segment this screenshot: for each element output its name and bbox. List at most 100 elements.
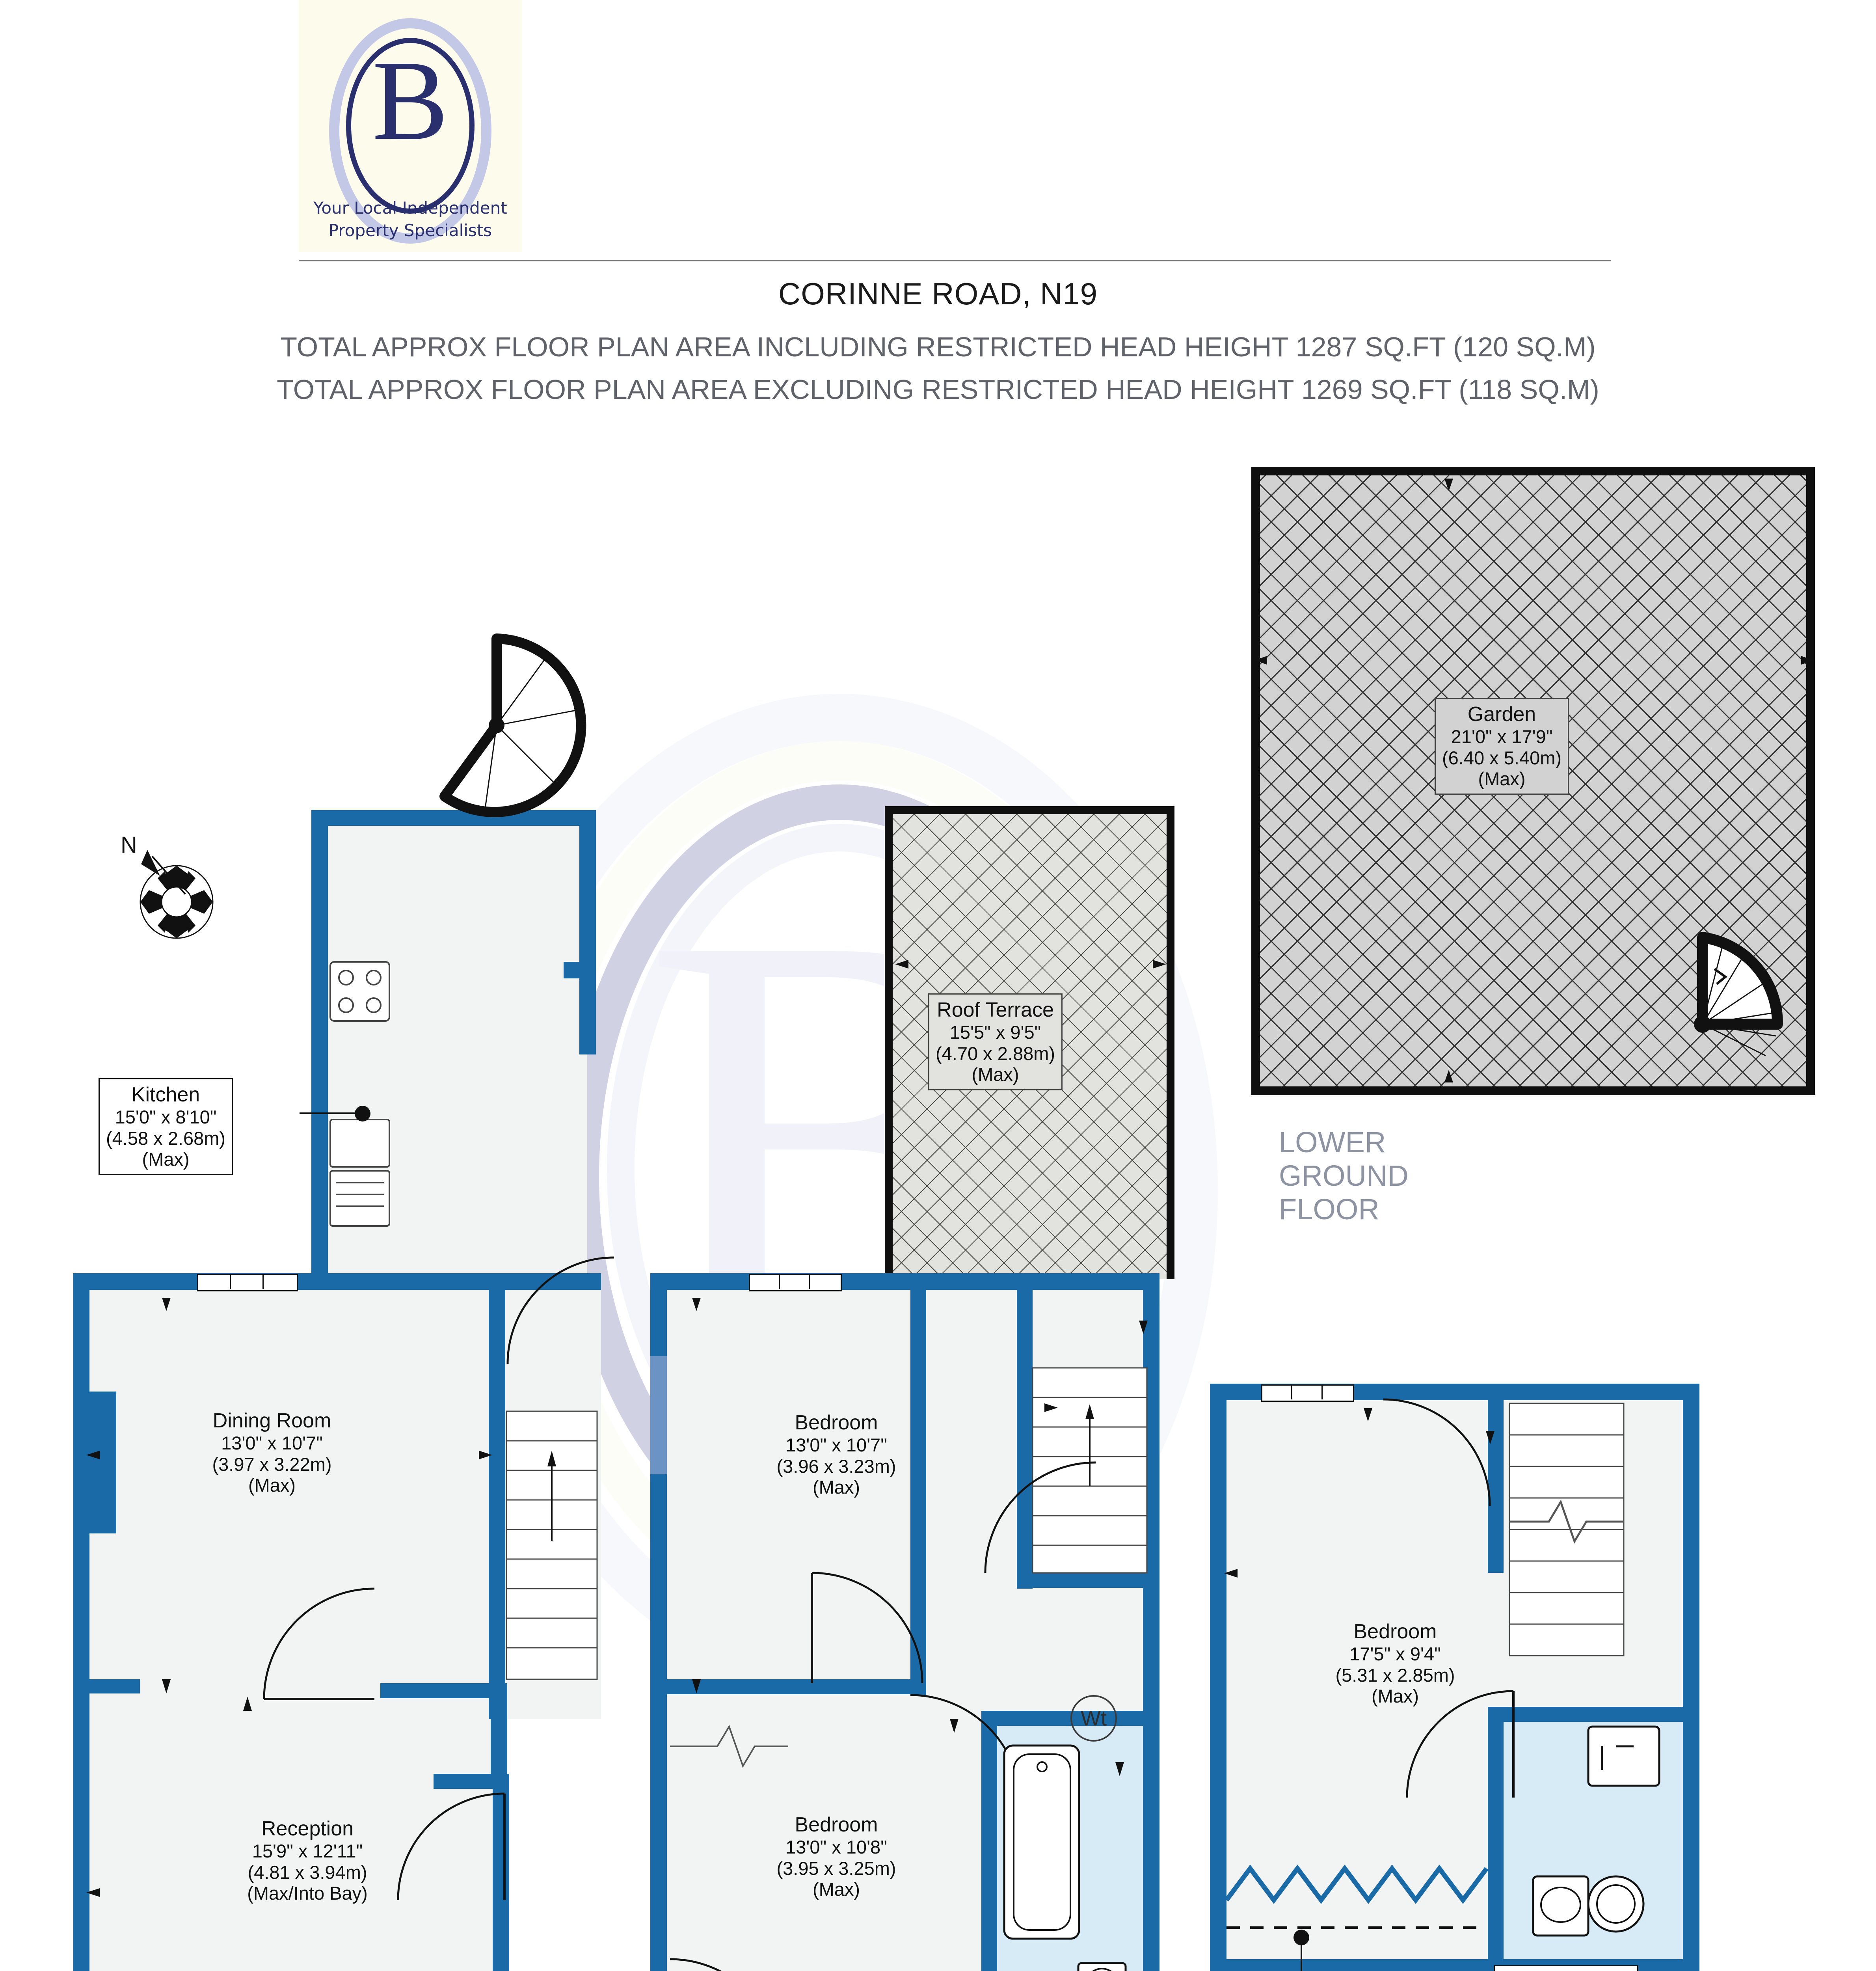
page-title: CORINNE ROAD, N19 <box>778 276 1098 311</box>
first-wall-hall-horz <box>1017 1573 1159 1588</box>
bedroom-second-name: Bedroom <box>1353 1620 1437 1643</box>
second-wall-mid-vert-top <box>1488 1384 1504 1573</box>
kitchen-wall-left <box>311 810 328 1283</box>
dining-qualifier: (Max) <box>248 1475 296 1496</box>
terrace-wall-right <box>1167 806 1174 1279</box>
reception-dims-imperial: 15'9" x 12'11" <box>252 1841 363 1862</box>
logo-tagline-line2: Property Specialists <box>328 220 492 240</box>
first-stair-break <box>670 1725 788 1768</box>
second-staircase <box>1509 1403 1625 1656</box>
terrace-name: Roof Terrace <box>937 999 1054 1021</box>
second-window-top <box>1261 1384 1354 1402</box>
ground-main-floor <box>81 1277 502 1971</box>
water-tank-label: Wt <box>1081 1706 1107 1730</box>
first-window-left <box>650 1356 667 1474</box>
bedroom-first-1-name: Bedroom <box>795 1411 878 1434</box>
kitchen-name: Kitchen <box>131 1083 200 1106</box>
ground-window-mullion-2 <box>262 1274 264 1289</box>
ground-wall-left-b <box>73 1533 89 1971</box>
ground-wall-left-a <box>73 1273 89 1392</box>
second-window-mullion-1 <box>1291 1384 1292 1399</box>
ground-staircase <box>506 1410 598 1680</box>
reception-name: Reception <box>261 1817 354 1840</box>
room-label-reception: Reception 15'9" x 12'11" (4.81 x 3.94m) … <box>193 1817 422 1904</box>
first-door-bedroom-2 <box>670 1958 722 1971</box>
first-door-hall <box>984 1461 1096 1573</box>
first-wall-hall-vert <box>1017 1273 1033 1589</box>
kitchen-leader-line <box>300 1112 363 1114</box>
garden-name: Garden <box>1467 703 1536 726</box>
plan-caption-lower-ground: LOWER GROUND FLOOR <box>1279 1126 1409 1226</box>
bedroom-first-2-qualifier: (Max) <box>812 1879 860 1900</box>
room-label-bedroom-first-1: Bedroom 13'0" x 10'7" (3.96 x 3.23m) (Ma… <box>730 1411 943 1498</box>
kitchen-appliances <box>329 961 390 1227</box>
garden-qualifier: (Max) <box>1478 768 1526 790</box>
dining-dims-metric: (3.97 x 3.22m) <box>212 1453 332 1475</box>
total-area-excluding-label: TOTAL APPROX FLOOR PLAN AREA EXCLUDING R… <box>277 374 1599 405</box>
terrace-wall-left <box>885 806 893 1279</box>
compass-rose-icon: N <box>118 832 229 950</box>
kitchen-wall-jog <box>564 962 596 978</box>
logo-tagline-line1: Your Local Independent <box>313 198 507 218</box>
bedroom-first-1-dims-metric: (3.96 x 3.23m) <box>776 1455 896 1477</box>
kitchen-wall-top <box>311 810 596 826</box>
room-label-bedroom-second: Bedroom 17'5" x 9'4" (5.31 x 2.85m) (Max… <box>1289 1620 1502 1707</box>
kitchen-dims-imperial: 15'0" x 8'10" <box>115 1107 217 1128</box>
kitchen-dims-metric: (4.58 x 2.68m) <box>106 1127 226 1149</box>
ground-direction-arrows <box>86 1298 492 1897</box>
bedroom-first-2-dims-imperial: 13'0" x 10'8" <box>785 1837 887 1858</box>
terrace-qualifier: (Max) <box>972 1064 1019 1085</box>
first-window-mullion-1 <box>779 1274 780 1289</box>
ground-wall-left-stub <box>73 1679 140 1693</box>
ground-window-top <box>197 1274 298 1291</box>
total-area-including-label: TOTAL APPROX FLOOR PLAN AREA INCLUDING R… <box>280 332 1596 362</box>
second-door-bedroom <box>1383 1398 1491 1506</box>
ground-wall-top <box>73 1273 601 1290</box>
second-wall-left <box>1210 1384 1226 1971</box>
second-window-mullion-2 <box>1321 1384 1323 1399</box>
reception-qualifier: (Max/Into Bay) <box>247 1883 368 1904</box>
reception-dims-metric: (4.81 x 3.94m) <box>248 1861 367 1883</box>
room-label-dining: Dining Room 13'0" x 10'7" (3.97 x 3.22m)… <box>169 1409 374 1496</box>
room-label-roof-terrace: Roof Terrace 15'5" x 9'5" (4.70 x 2.88m)… <box>928 993 1063 1090</box>
logo-letter-b: B <box>372 37 449 164</box>
bedroom-second-qualifier: (Max) <box>1371 1686 1419 1707</box>
room-label-kitchen: Kitchen 15'0" x 8'10" (4.58 x 2.68m) (Ma… <box>99 1078 233 1175</box>
compass-north-label: N <box>121 832 137 858</box>
ground-wall-left-bay-jog <box>73 1392 116 1533</box>
water-tank-marker: Wt <box>1070 1695 1117 1742</box>
terrace-dimension-arrows <box>895 960 1166 969</box>
bedroom-first-2-name: Bedroom <box>795 1813 878 1836</box>
bathroom-wall-left <box>981 1711 997 1971</box>
logo-tagline: Your Local Independent Property Speciali… <box>299 197 522 242</box>
garden-wall-left <box>1251 467 1260 1095</box>
ground-door-hall-top <box>506 1256 614 1364</box>
room-label-shower-room: Shower Room 7'6" x 6'2" (2.29 x 1.88m) (… <box>1494 1965 1639 1971</box>
bedroom-second-dims-imperial: 17'5" x 9'4" <box>1349 1643 1441 1665</box>
second-direction-arrows <box>1224 1408 1494 1578</box>
shower-room-name: Shower Room <box>1501 1970 1631 1971</box>
header-divider <box>299 260 1611 261</box>
first-direction-arrows <box>692 1298 1148 1776</box>
first-staircase <box>1032 1367 1148 1574</box>
room-label-garden: Garden 21'0" x 17'9" (6.40 x 5.40m) (Max… <box>1435 698 1569 795</box>
ground-wall-mid-vert <box>489 1273 505 1719</box>
dining-dims-imperial: 13'0" x 10'7" <box>221 1433 323 1454</box>
garden-spiral-staircase <box>1694 932 1783 1056</box>
garden-wall-bottom <box>1251 1086 1815 1095</box>
ground-window-mullion-1 <box>230 1274 231 1289</box>
terrace-dims-metric: (4.70 x 2.88m) <box>936 1043 1055 1064</box>
first-window-mullion-2 <box>809 1274 810 1289</box>
garden-wall-top <box>1251 467 1815 475</box>
compass-svg <box>140 850 214 939</box>
kitchen-wall-right-upper <box>579 810 596 1054</box>
ground-wall-right <box>493 1774 509 1971</box>
shower-wall-left <box>1488 1707 1504 1971</box>
kitchen-spiral-staircase <box>439 633 586 817</box>
terrace-dims-imperial: 15'5" x 9'5" <box>949 1022 1041 1043</box>
garden-wall-right <box>1806 467 1815 1095</box>
bedroom-second-dims-metric: (5.31 x 2.85m) <box>1335 1664 1455 1686</box>
kitchen-qualifier: (Max) <box>142 1149 190 1170</box>
ground-wall-mid-horz <box>380 1683 506 1698</box>
second-door-shower <box>1406 1690 1515 1798</box>
